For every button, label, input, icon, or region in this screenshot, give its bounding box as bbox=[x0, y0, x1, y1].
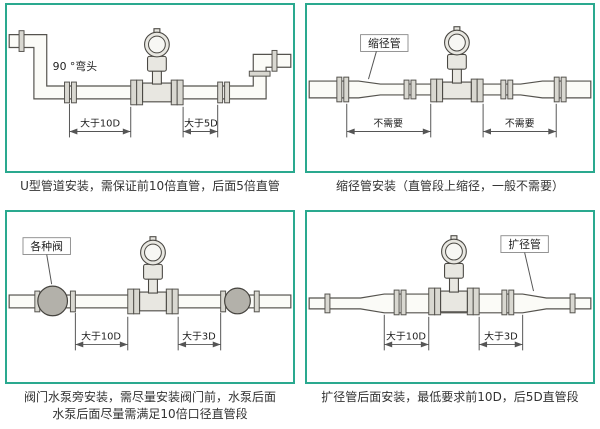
valve bbox=[37, 285, 69, 317]
u-type-caption: U型管道安装，需保证前10倍直管，后面5倍直管 bbox=[20, 179, 280, 193]
u-type-drawing: 90 °弯头 大于10D 大于5D bbox=[8, 28, 292, 138]
reducer-caption: 缩径管安装（直管段上缩径，一般不需要） bbox=[335, 179, 564, 193]
dimension-after: 大于3D bbox=[177, 312, 222, 351]
dim-before-label: 大于10D bbox=[386, 329, 426, 342]
flowmeter bbox=[430, 26, 484, 103]
valve-pump-diagram-box: 各种阀 大于10D 大于3D bbox=[5, 209, 295, 384]
pump bbox=[224, 287, 251, 315]
dim-before-label: 不需要 bbox=[373, 118, 403, 130]
u-type-diagram-box: 90 °弯头 大于10D 大于5D bbox=[5, 3, 295, 173]
flanges bbox=[18, 30, 278, 104]
flowmeter bbox=[130, 28, 184, 106]
valve-label: 各种阀 bbox=[30, 239, 63, 253]
valve-pump-caption: 阀门水泵旁安装，需尽量安装阀门前，水泵后面 水泵后面尽量需满足10倍口径直管段 bbox=[5, 389, 295, 424]
panel-reducer: 缩径管 不需要 不需要 bbox=[305, 3, 595, 210]
dim-after-label: 不需要 bbox=[505, 118, 535, 130]
dimension-before: 大于10D bbox=[383, 314, 430, 351]
elbow-label: 90 °弯头 bbox=[53, 59, 98, 73]
valve-pump-drawing: 各种阀 大于10D 大于3D bbox=[8, 235, 292, 351]
dim-after-label: 大于3D bbox=[182, 329, 216, 342]
part-callout: 缩径管 bbox=[360, 34, 409, 80]
valve-pump-caption-line1: 阀门水泵旁安装，需尽量安装阀门前，水泵后面 bbox=[23, 389, 276, 404]
reducer-diagram-box: 缩径管 不需要 不需要 bbox=[305, 3, 595, 173]
flowmeter bbox=[127, 235, 179, 315]
dim-after-label: 大于5D bbox=[184, 117, 218, 130]
dim-after-label: 大于3D bbox=[484, 329, 518, 342]
dimension-after: 大于5D bbox=[182, 104, 219, 138]
panel-expander: 扩径管 大于10D 大于3D bbox=[305, 209, 595, 429]
flowmeter bbox=[428, 234, 480, 316]
dimension-before: 大于10D bbox=[68, 103, 132, 138]
dimension-after: 大于3D bbox=[478, 314, 524, 351]
panel-valve-pump: 各种阀 大于10D 大于3D bbox=[5, 209, 295, 429]
part-callout: 各种阀 bbox=[22, 237, 71, 285]
reducer-drawing: 缩径管 不需要 不需要 bbox=[308, 26, 592, 138]
dim-before-label: 大于10D bbox=[80, 117, 120, 130]
reducer-label: 缩径管 bbox=[368, 36, 401, 50]
expander-drawing: 扩径管 大于10D 大于3D bbox=[308, 234, 592, 351]
flanges bbox=[324, 289, 576, 316]
dimension-after: 不需要 bbox=[482, 103, 557, 138]
expander-label: 扩径管 bbox=[508, 237, 541, 251]
expander-diagram-box: 扩径管 大于10D 大于3D bbox=[305, 209, 595, 384]
dimension-before: 不需要 bbox=[346, 103, 432, 138]
panel-u-type: 90 °弯头 大于10D 大于5D bbox=[5, 3, 295, 210]
expander-caption: 扩径管后面安装，最低要求前10D，后5D直管段 bbox=[321, 389, 579, 404]
part-callout: 扩径管 bbox=[500, 235, 549, 291]
flanges bbox=[336, 76, 567, 103]
dim-before-label: 大于10D bbox=[81, 329, 121, 342]
valve-pump-caption-line2: 水泵后面尽量需满足10倍口径直管段 bbox=[52, 407, 248, 422]
dimension-before: 大于10D bbox=[74, 312, 129, 351]
